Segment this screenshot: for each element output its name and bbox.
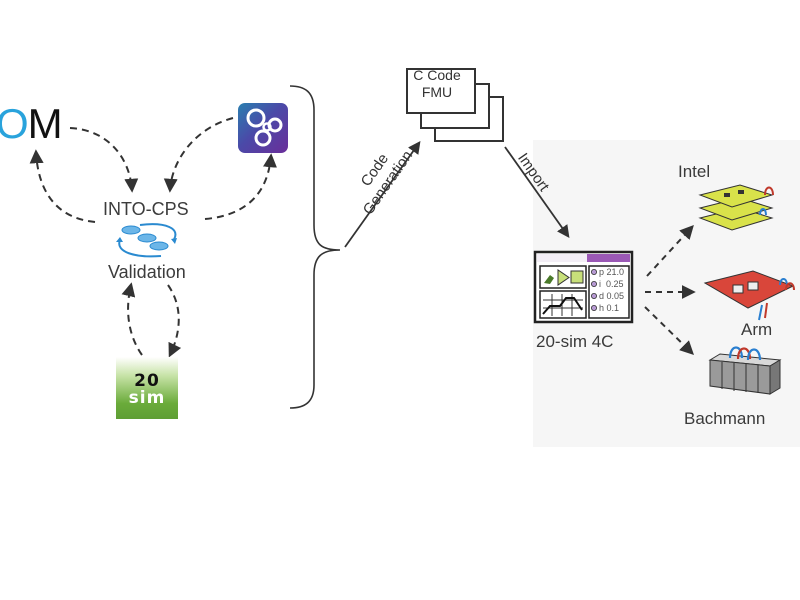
- validation-cycle-icon: [116, 223, 177, 258]
- param-row: d 0.05: [599, 291, 625, 301]
- fmu-box-front: [406, 68, 476, 114]
- om-logo-prefix: O: [0, 100, 29, 147]
- sim4c-params: p 21.0 i 0.25 d 0.05 h 0.1: [599, 266, 624, 314]
- om-logo-suffix: M: [27, 100, 63, 147]
- arm-board-icon: [703, 270, 795, 321]
- param-row: p 21.0: [599, 267, 625, 277]
- bachmann-module-icon: [708, 346, 782, 395]
- 20sim-logo-line1: 20: [134, 371, 160, 391]
- fmu-label-line1: C Code: [413, 67, 461, 83]
- arrow-to-bachmann: [644, 306, 695, 355]
- om-tool-logo: OM: [0, 100, 63, 147]
- modelling-app-logo: [238, 103, 288, 153]
- param-row: i 0.25: [599, 279, 624, 289]
- bubbles-app-icon: [246, 108, 283, 147]
- hub-title: INTO-CPS: [103, 199, 189, 219]
- arrow-20sim-to-hub: [121, 282, 143, 356]
- import-arrow: [504, 146, 570, 239]
- arrow-hub-to-om: [29, 149, 96, 223]
- fmu-label-line2: FMU: [421, 84, 453, 100]
- target-intel-label: Intel: [678, 162, 711, 181]
- fmu-label: C Code FMU: [405, 67, 469, 101]
- code-generation-arrow: [344, 140, 421, 248]
- 20sim-tool-logo: 20 sim: [116, 357, 178, 419]
- param-row: h 0.1: [599, 303, 620, 313]
- arrow-hub-to-20sim: [167, 284, 182, 358]
- arrow-to-intel: [646, 224, 694, 277]
- arrow-om-to-hub: [69, 127, 139, 193]
- sim4c-window-icon: [533, 250, 634, 324]
- grouping-brace: [289, 85, 341, 409]
- arrow-app-to-hub: [163, 117, 234, 193]
- target-bachmann-label: Bachmann: [684, 409, 766, 428]
- arrow-hub-to-app: [204, 153, 277, 220]
- 20sim-logo-line2: sim: [128, 388, 166, 408]
- target-arm-label: Arm: [741, 320, 773, 339]
- intel-board-icon: [698, 184, 774, 231]
- runtime-name: 20-sim 4C: [536, 332, 614, 351]
- hub-subtitle: Validation: [108, 262, 186, 282]
